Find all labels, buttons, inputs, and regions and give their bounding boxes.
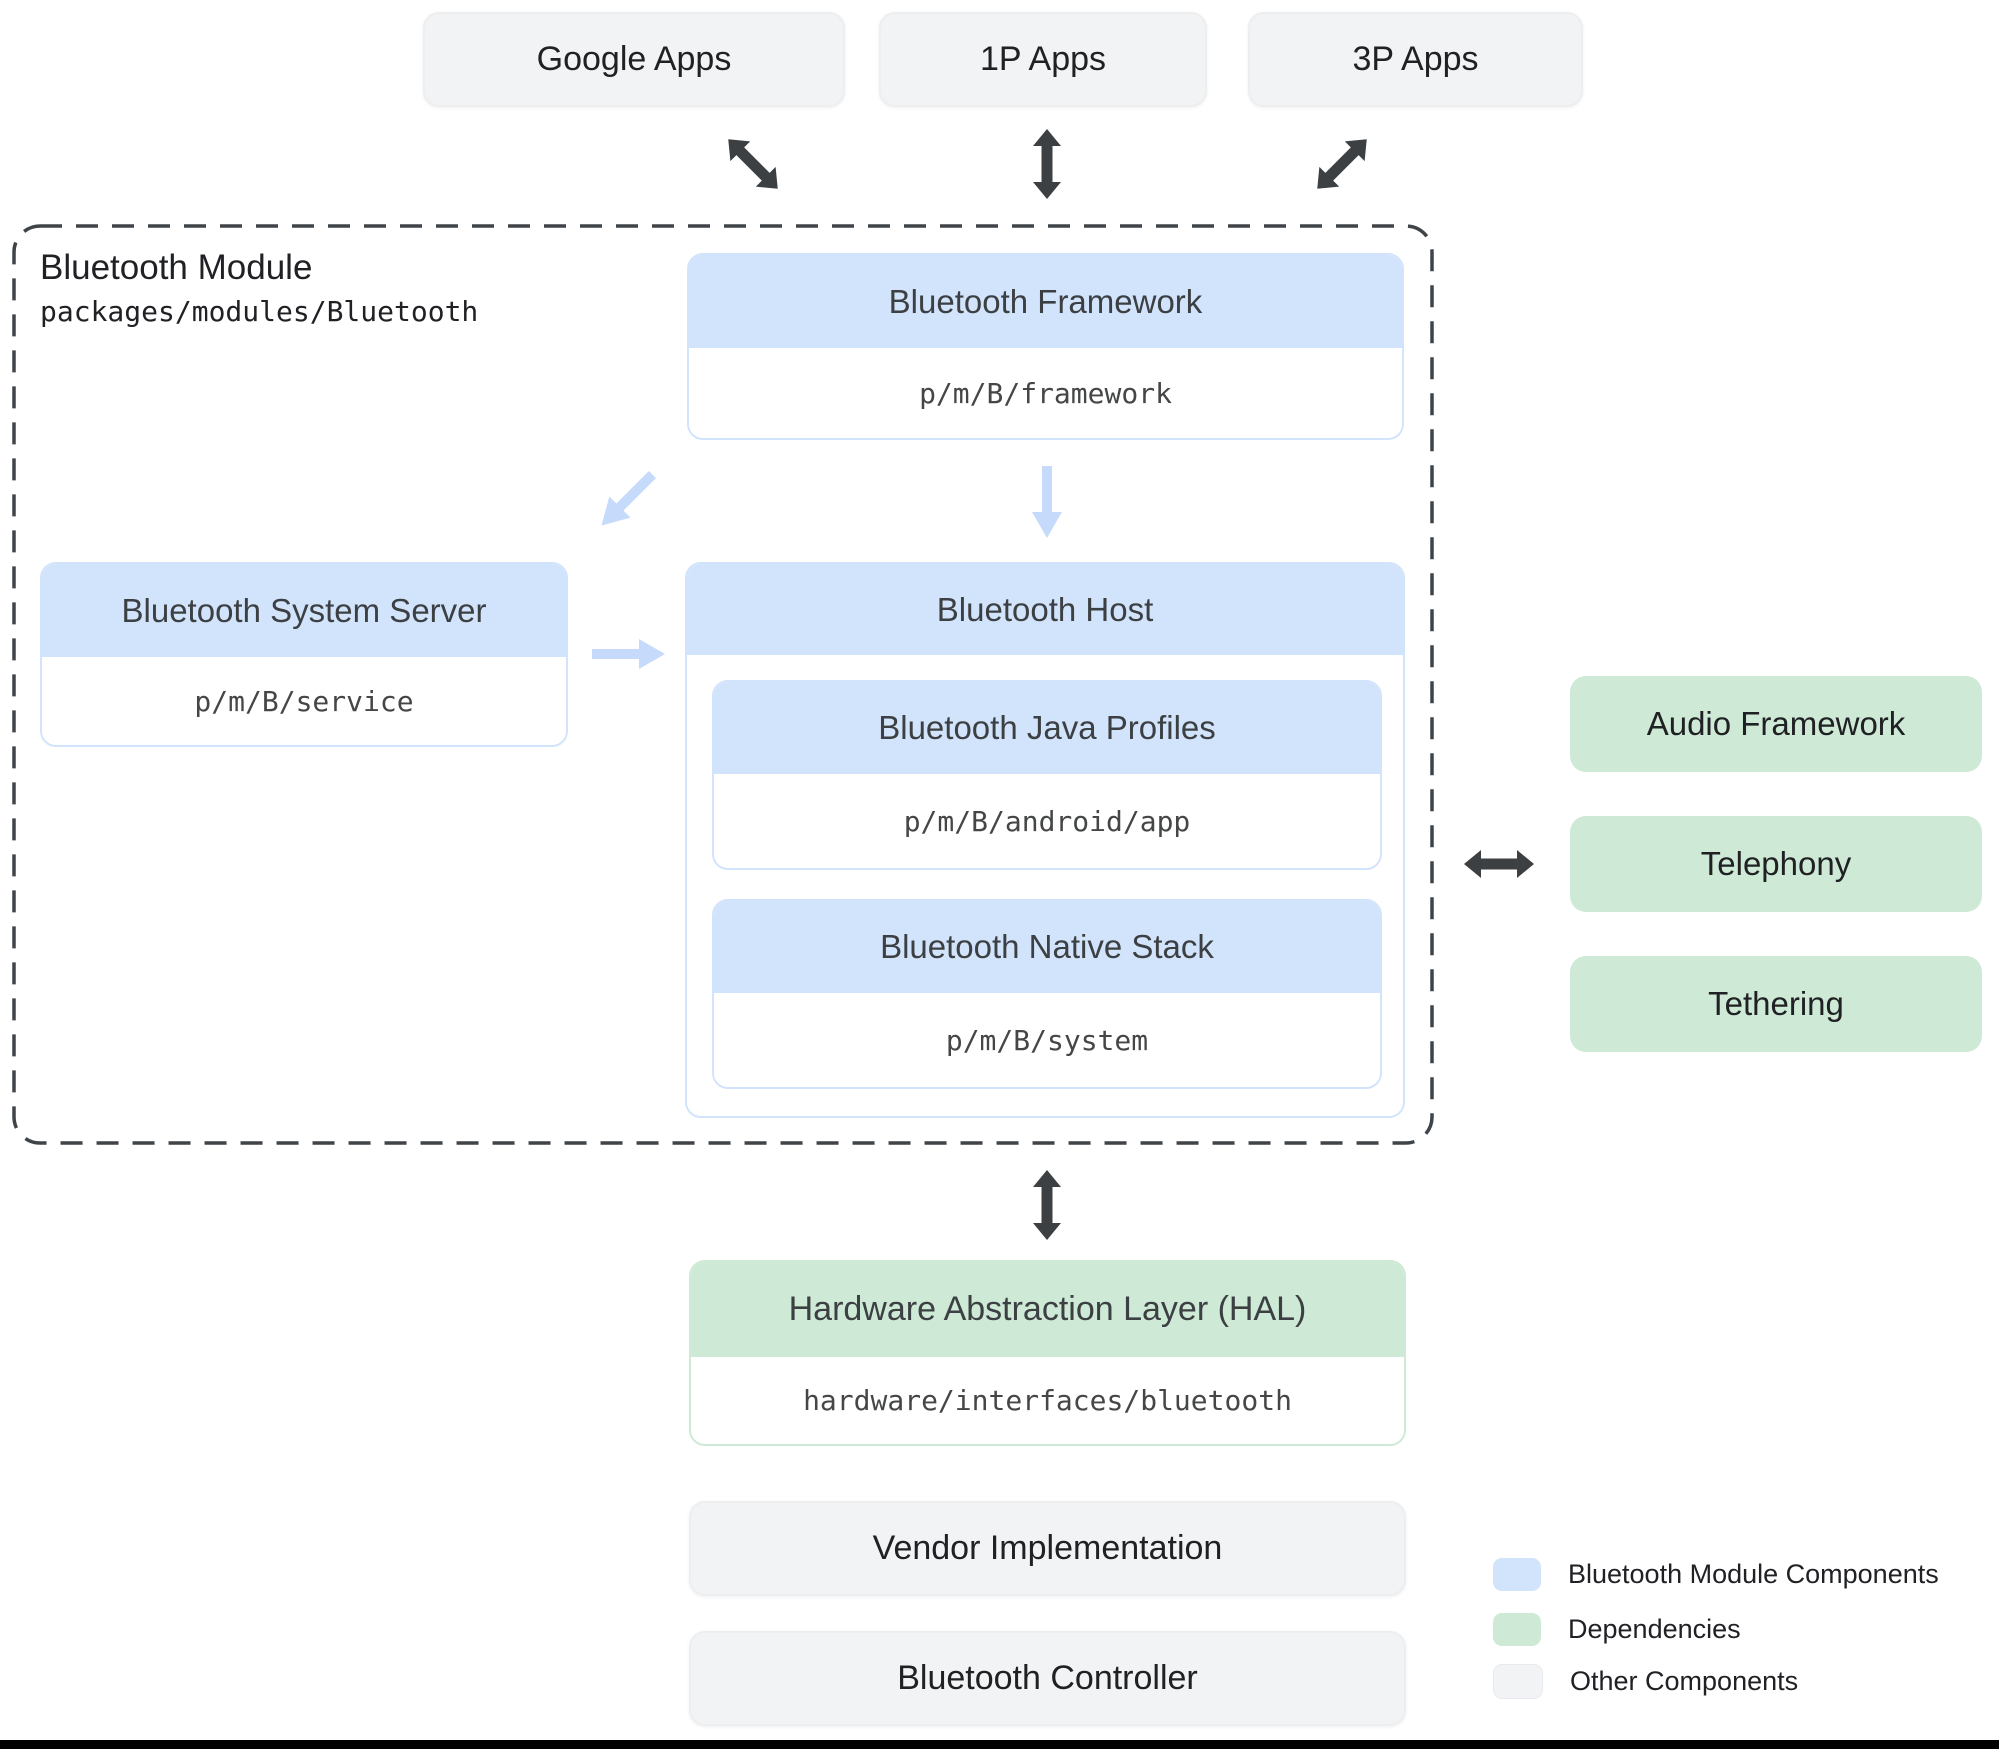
1p-apps-label: 1P Apps	[979, 40, 1107, 78]
hal-box: Hardware Abstraction Layer (HAL) hardwar…	[689, 1260, 1406, 1446]
bluetooth-host-title: Bluetooth Host	[936, 590, 1154, 628]
bluetooth-java-profiles-title: Bluetooth Java Profiles	[878, 709, 1216, 746]
bluetooth-system-server-title: Bluetooth System Server	[121, 591, 487, 629]
legend-swatch-green	[1493, 1613, 1541, 1646]
bluetooth-framework-box: Bluetooth Framework p/m/B/framework	[687, 253, 1404, 440]
bluetooth-java-profiles-box: Bluetooth Java Profiles p/m/B/android/ap…	[712, 680, 1382, 870]
tethering-label: Tethering	[1708, 985, 1844, 1022]
module-path: packages/modules/Bluetooth	[40, 295, 479, 329]
telephony-label: Telephony	[1700, 845, 1852, 882]
hal-header: Hardware Abstraction Layer (HAL)	[691, 1262, 1404, 1357]
bluetooth-native-stack-path: p/m/B/system	[714, 993, 1380, 1087]
bluetooth-system-server-path: p/m/B/service	[42, 657, 566, 745]
bluetooth-host-header: Bluetooth Host	[687, 564, 1403, 655]
legend-swatch-blue	[1493, 1558, 1541, 1591]
module-dependencies-bidirectional-arrow-icon	[1464, 848, 1534, 880]
bluetooth-framework-path: p/m/B/framework	[689, 348, 1402, 438]
bluetooth-host-body: Bluetooth Java Profiles p/m/B/android/ap…	[687, 655, 1403, 1116]
bluetooth-controller-label: Bluetooth Controller	[897, 1659, 1198, 1697]
audio-framework-label: Audio Framework	[1646, 705, 1906, 742]
bluetooth-native-stack-box: Bluetooth Native Stack p/m/B/system	[712, 899, 1382, 1089]
tethering-box: Tethering	[1570, 956, 1982, 1052]
bluetooth-host-box: Bluetooth Host Bluetooth Java Profiles p…	[685, 562, 1405, 1118]
legend-row-other-components: Other Components	[1493, 1664, 1798, 1699]
bluetooth-system-server-header: Bluetooth System Server	[42, 564, 566, 657]
3p-apps-label: 3P Apps	[1352, 40, 1479, 78]
legend-row-dependencies: Dependencies	[1493, 1613, 1741, 1646]
module-hal-bidirectional-arrow-icon	[1031, 1170, 1063, 1240]
audio-framework-box: Audio Framework	[1570, 676, 1982, 772]
google-apps-bidirectional-arrow-icon	[717, 128, 789, 200]
module-title-block: Bluetooth Module packages/modules/Blueto…	[40, 248, 478, 328]
google-apps-label: Google Apps	[536, 40, 732, 78]
bluetooth-native-stack-title: Bluetooth Native Stack	[880, 928, 1214, 965]
3p-apps-bidirectional-arrow-icon	[1306, 128, 1378, 200]
legend-swatch-gray	[1493, 1664, 1543, 1699]
1p-apps-bidirectional-arrow-icon	[1031, 129, 1063, 199]
hal-title: Hardware Abstraction Layer (HAL)	[788, 1290, 1307, 1328]
bluetooth-module-container	[12, 224, 1434, 1145]
module-title: Bluetooth Module	[40, 248, 313, 287]
bluetooth-controller-box: Bluetooth Controller	[689, 1631, 1406, 1726]
bluetooth-system-server-box: Bluetooth System Server p/m/B/service	[40, 562, 568, 747]
framework-to-host-arrow-icon	[1031, 466, 1063, 538]
bluetooth-framework-title: Bluetooth Framework	[888, 282, 1203, 320]
framework-to-system-server-arrow-icon	[590, 463, 664, 537]
legend-label-dependencies: Dependencies	[1568, 1614, 1741, 1644]
bluetooth-java-profiles-header: Bluetooth Java Profiles	[714, 682, 1380, 774]
telephony-box: Telephony	[1570, 816, 1982, 912]
hal-path: hardware/interfaces/bluetooth	[691, 1357, 1404, 1444]
legend-label-other-components: Other Components	[1570, 1666, 1799, 1696]
vendor-implementation-box: Vendor Implementation	[689, 1501, 1406, 1596]
google-apps-box: Google Apps	[423, 12, 845, 107]
bluetooth-java-profiles-path: p/m/B/android/app	[714, 774, 1380, 868]
bluetooth-framework-header: Bluetooth Framework	[689, 255, 1402, 348]
system-server-to-host-arrow-icon	[592, 638, 665, 670]
bottom-edge-bar	[0, 1740, 1999, 1749]
legend-row-module-components: Bluetooth Module Components	[1493, 1558, 1939, 1591]
3p-apps-box: 3P Apps	[1248, 12, 1583, 107]
bluetooth-native-stack-header: Bluetooth Native Stack	[714, 901, 1380, 993]
1p-apps-box: 1P Apps	[879, 12, 1207, 107]
legend-label-module-components: Bluetooth Module Components	[1568, 1559, 1939, 1589]
vendor-implementation-label: Vendor Implementation	[872, 1529, 1223, 1567]
